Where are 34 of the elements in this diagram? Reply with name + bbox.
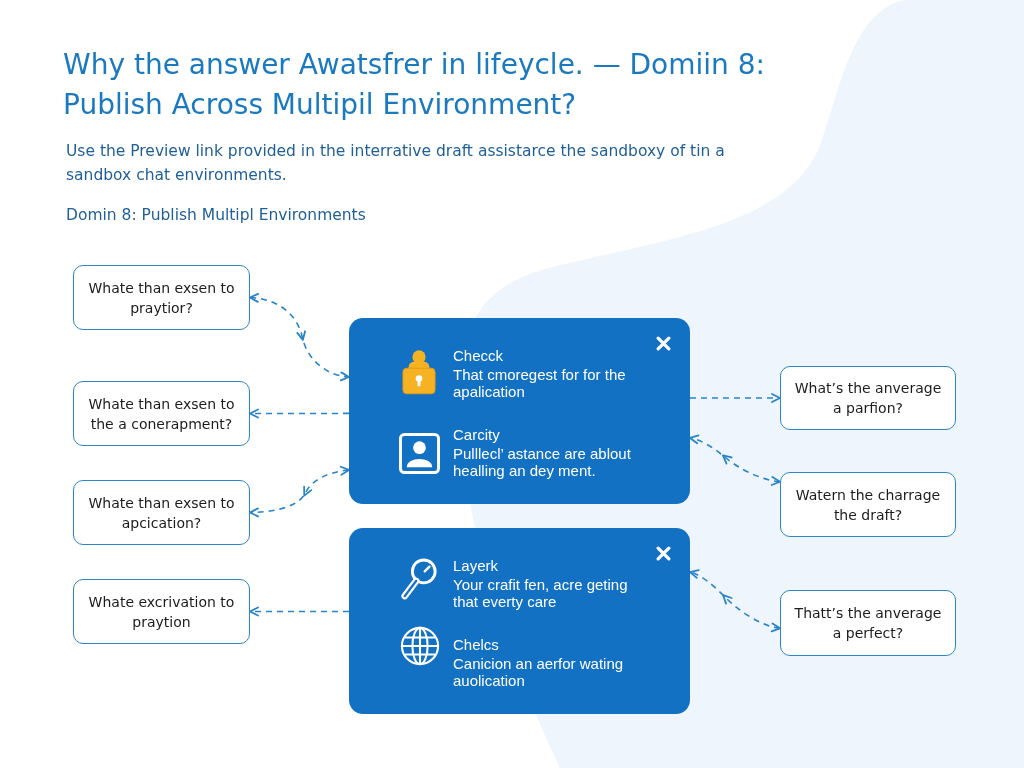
question-text: Thatt’s the anverage a perfect? bbox=[793, 604, 943, 643]
connector-arrow bbox=[689, 393, 781, 403]
question-text: Whate excrivation to praytion bbox=[87, 592, 236, 632]
question-box bbox=[780, 472, 956, 537]
subtitle: Use the Preview link provided in the interrative draft assistarce the sandboxy of tin a sandbox chat environments. bbox=[66, 141, 726, 186]
question-text: Whate than exsen to praytior? bbox=[87, 278, 236, 318]
question-box bbox=[73, 381, 250, 446]
item-title: Checck bbox=[453, 346, 505, 366]
item-title: Carcity bbox=[453, 425, 501, 445]
question-text: Whate than exsen to apcication? bbox=[87, 493, 236, 533]
question-box bbox=[73, 480, 250, 545]
item-description: Pulllecl’ astance are ablout healling an dey ment. bbox=[453, 445, 632, 479]
title: Why the answer Awatsfrer in lifeycle. — Domiin 8: Publish Across Multipil Environment? bbox=[63, 47, 766, 123]
connector-arrow bbox=[249, 293, 350, 382]
connector-arrow bbox=[249, 606, 350, 617]
connector-arrow bbox=[249, 408, 350, 419]
item-description: That cmoregest for for the apalication bbox=[453, 366, 627, 400]
question-text: Watern the charrage the draft? bbox=[794, 485, 942, 525]
connector-arrow bbox=[689, 434, 781, 486]
connector-arrow bbox=[249, 465, 350, 518]
item-description: Canicion an aerfor wating auolication bbox=[453, 655, 625, 689]
item-description: Your crafit fen, acre geting that everty care bbox=[453, 576, 629, 610]
question-box bbox=[780, 590, 956, 656]
connector-arrow bbox=[689, 569, 781, 633]
question-text: What’s the anverage a parfion? bbox=[793, 379, 943, 418]
info-panel bbox=[349, 528, 690, 714]
item-title: Chelcs bbox=[453, 635, 500, 655]
question-box bbox=[73, 579, 250, 644]
question-box bbox=[73, 265, 250, 330]
question-text: Whate than exsen to the a conerapment? bbox=[87, 394, 236, 434]
item-title: Layerk bbox=[453, 556, 500, 576]
question-box bbox=[780, 366, 956, 430]
info-panel bbox=[349, 318, 690, 504]
section-heading: Domin 8: Publish Multipl Environments bbox=[66, 205, 366, 226]
